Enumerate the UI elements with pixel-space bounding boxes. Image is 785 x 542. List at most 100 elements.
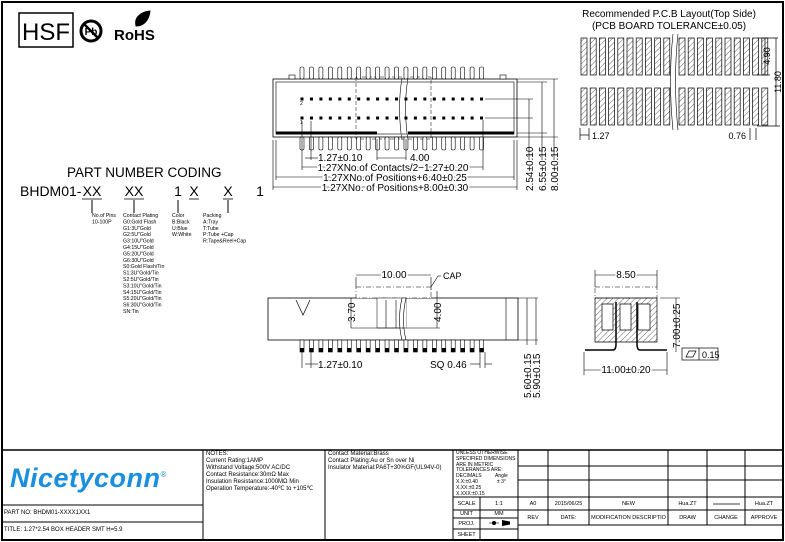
- top-pin: [299, 66, 305, 80]
- pb-free-icon: Pb: [79, 19, 103, 43]
- bottom-pin: [469, 136, 475, 151]
- top-pin: [394, 66, 399, 80]
- angle-value: ± 3°: [496, 478, 506, 485]
- dim-height-1: 5.60±0.15: [523, 353, 534, 398]
- dim-pcb-pitch: 1.27: [592, 131, 610, 141]
- bottom-pin: [309, 136, 314, 151]
- coding-pins-line: No.of Pins: [92, 213, 116, 219]
- bottom-pin: [479, 136, 484, 151]
- top-pin: [469, 66, 475, 80]
- dim-pad-length: 4.90: [762, 47, 772, 65]
- note-line: Insulation Resistance:1000MΩ Min: [206, 479, 299, 485]
- projection-symbol-icon: [489, 520, 510, 526]
- dim-outer-width: 8.00±0.15: [550, 146, 561, 191]
- tolerance-line: X.XX:±0.25: [456, 484, 482, 491]
- pcb-pad: [678, 87, 686, 126]
- contact: [357, 97, 361, 101]
- coding-plating-line: G3:10U"Gold: [123, 239, 154, 245]
- end-view-body: [594, 297, 658, 343]
- coding-packing-line: R:Tape&Reel+Cap: [203, 239, 246, 245]
- hsf-logo-box: [18, 12, 74, 48]
- note-line: NOTES:: [206, 451, 229, 457]
- pcb-pad: [743, 37, 750, 76]
- pcb-pad: [580, 37, 588, 76]
- coding-color-line: U:Blue: [172, 226, 188, 232]
- coding-field: XX: [83, 183, 102, 199]
- scale-label: SCALE: [457, 500, 476, 507]
- projection-label: PROJ.: [458, 520, 475, 527]
- contact: [461, 97, 465, 101]
- contact: [319, 97, 323, 101]
- dim-side-b: 4.00: [433, 302, 444, 322]
- bottom-pin: [346, 136, 352, 151]
- pcb-pad: [697, 37, 704, 76]
- coding-field: 1: [174, 183, 182, 199]
- flatness-frame: [681, 347, 719, 361]
- drawing-title: TITLE: 1.27*2.54 BOX HEADER SMT H=5.9: [4, 527, 123, 533]
- coding-plating-line: G4:15U"Gold: [123, 245, 154, 251]
- contact: [442, 116, 446, 120]
- top-pin: [441, 66, 447, 80]
- pcb-pad: [645, 87, 652, 126]
- pcb-pad: [608, 37, 615, 76]
- coding-plating-line: G2:5U"Gold: [123, 232, 151, 238]
- contact: [347, 116, 351, 120]
- contact: [328, 97, 332, 101]
- material-line: Contact Plating:Au or Sn over Ni: [328, 458, 415, 464]
- pcb-pad: [663, 87, 671, 126]
- top-pin: [403, 66, 409, 80]
- pcb-pad: [761, 87, 769, 126]
- material-line: Contact Material:Brass: [328, 451, 389, 457]
- contact: [451, 97, 455, 101]
- pcb-pad: [663, 37, 671, 76]
- tolerance-line: X.XXX:±0.15: [456, 490, 485, 497]
- dim-cap-length: 10.00: [381, 270, 406, 281]
- pcb-layout-title: Recommended P.C.B Layout(Top Side): [582, 9, 756, 20]
- contact: [404, 116, 408, 120]
- note-line: Operation Temperature:-40℃ to +105℃: [206, 486, 314, 492]
- contact: [451, 116, 455, 120]
- pcb-pad: [626, 37, 634, 76]
- dim-side-a: 3.70: [347, 302, 358, 322]
- contact: [480, 97, 484, 101]
- rohs-logo: RoHS: [114, 27, 155, 44]
- pcb-pad: [687, 37, 695, 76]
- coding-pins-line: 10-100P: [92, 219, 112, 225]
- pcb-pad: [743, 87, 750, 126]
- angle-label: Angle: [495, 473, 508, 479]
- contact: [376, 116, 380, 120]
- contact: [395, 97, 398, 101]
- dim-end-width: 8.50: [616, 270, 636, 281]
- bottom-pin: [328, 136, 333, 151]
- coding-plating-line: G0:Gold Flash: [123, 219, 157, 225]
- title-block-grid: [2, 449, 783, 540]
- top-pin: [318, 66, 324, 80]
- brand-logo: Nicetyconn®: [10, 458, 167, 495]
- note-line: Contact Resistance:30mΩ Max: [206, 472, 289, 478]
- pcb-pad: [678, 37, 686, 76]
- pcb-pad: [715, 87, 723, 126]
- coding-packing-line: Packing: [203, 213, 222, 219]
- top-pin: [479, 66, 484, 80]
- contact: [366, 116, 370, 120]
- coding-plating-line: S4:15U"Gold/Tin: [123, 290, 162, 296]
- dim-end-span: 11.00±0.20: [601, 365, 651, 376]
- pcb-pad: [645, 37, 652, 76]
- top-pin: [450, 66, 456, 80]
- note-line: Withstand Voltage:500V AC/DC: [206, 465, 291, 471]
- pcb-pad: [589, 87, 597, 126]
- bottom-pin: [394, 136, 399, 151]
- bottom-pin: [450, 136, 456, 151]
- hsf-logo: HSF: [22, 19, 70, 46]
- pcb-pad: [635, 87, 643, 126]
- brand-name: Nicetyconn: [10, 463, 161, 493]
- coding-packing-line: T:Tube: [203, 226, 219, 232]
- logos: HSF Pb RoHS: [18, 10, 155, 48]
- contact: [300, 116, 304, 120]
- contact: [309, 116, 313, 120]
- dim-pcb-total: 11.80: [773, 71, 783, 93]
